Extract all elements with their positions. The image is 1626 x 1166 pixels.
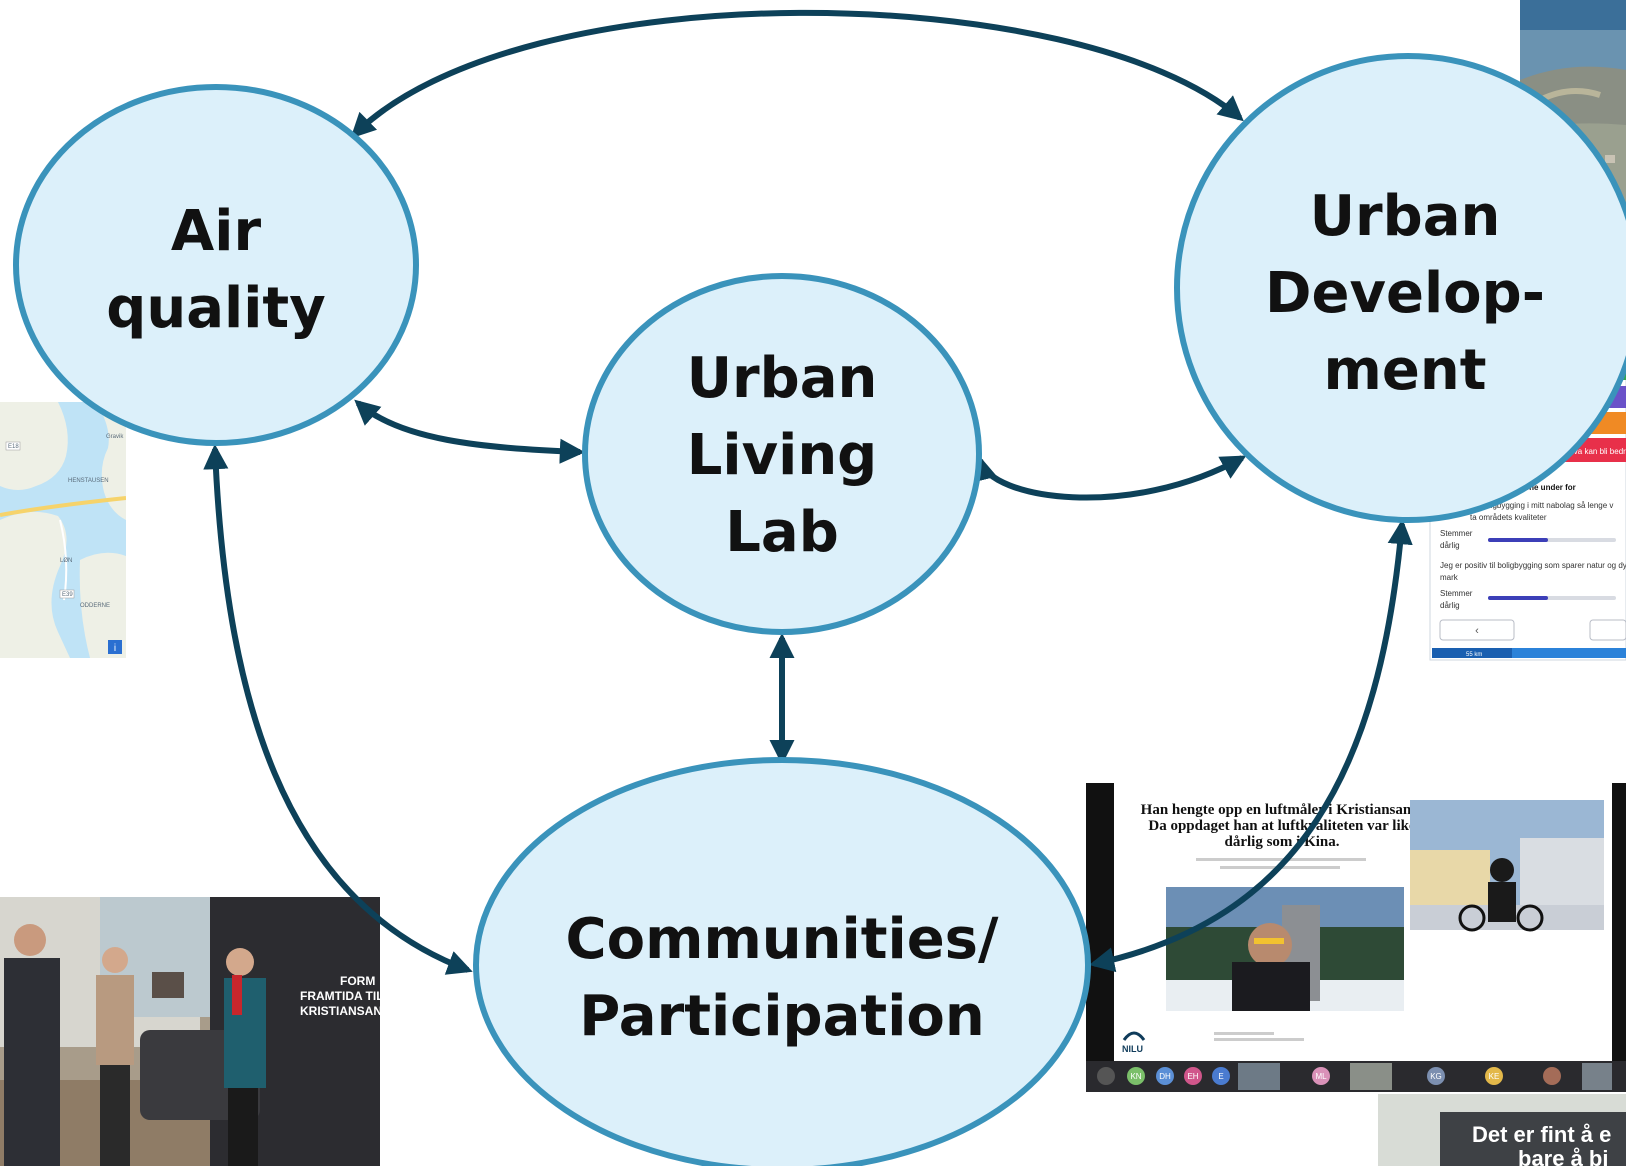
- map-place-label: ODDERNE: [80, 603, 110, 609]
- participant-initials: E: [1218, 1072, 1223, 1081]
- participant-avatar[interactable]: [1127, 1067, 1145, 1085]
- poster-text-2: FRAMTIDA TIL: [300, 989, 384, 1003]
- participant-avatar[interactable]: [1212, 1067, 1230, 1085]
- arrow-urban-living-lab-urban-development: [972, 455, 1247, 501]
- subtitle-line-2: bare å bi: [1518, 1146, 1608, 1166]
- map-place-label: LØN: [60, 558, 72, 564]
- participant-video[interactable]: [1238, 1063, 1280, 1090]
- node-communities-participation: Communities/ Participation: [473, 757, 1091, 1166]
- participant-initials: KE: [1489, 1072, 1500, 1081]
- feedback-negative-label: Hva kan bli bedre? ☹: [1568, 447, 1626, 456]
- map-info-icon[interactable]: i: [114, 643, 116, 654]
- participant-video[interactable]: [1350, 1063, 1392, 1090]
- node-urban-living-lab-label-1: Urban: [687, 346, 878, 411]
- node-air-quality-label-1: Air: [171, 199, 262, 264]
- connectors: [203, 9, 1413, 975]
- survey-back-button[interactable]: [1439, 619, 1515, 641]
- chevron-left-icon: ‹: [1475, 625, 1479, 637]
- participant-avatar[interactable]: [1097, 1067, 1115, 1085]
- node-communities-label-1: Communities/: [566, 907, 999, 972]
- survey-progress-label: 55 km: [1466, 652, 1482, 658]
- news-headline-2: Da oppdaget han at luftkvaliteten var li…: [1148, 818, 1416, 834]
- scale-label-left: Stemmer: [1440, 589, 1473, 598]
- node-urban-development-label-1: Urban: [1310, 184, 1501, 249]
- participant-initials: EH: [1187, 1072, 1198, 1081]
- event-photo: FORM FRAMTIDA TIL KRISTIANSAND: [0, 897, 391, 1166]
- poster-text-3: KRISTIANSAND: [300, 1004, 391, 1018]
- participant-avatar[interactable]: [1543, 1067, 1561, 1085]
- survey-question-1: boligbygging i mitt nabolag så lenge v: [1480, 501, 1613, 510]
- scale-label-left-2: dårlig: [1440, 601, 1460, 610]
- map-place-label: Gravik: [106, 434, 124, 440]
- participant-initials: KN: [1130, 1072, 1141, 1081]
- node-urban-development-label-3: ment: [1324, 338, 1487, 403]
- map-photo: HENSTAUSEN LØN ODDERNE Gravik E18 E39 i: [0, 402, 126, 658]
- news-headline-1: Han hengte opp en luftmåler i Kristiansa…: [1141, 802, 1424, 818]
- survey-progress-bar: [1432, 648, 1512, 658]
- map-road-label: E39: [62, 592, 73, 598]
- survey-slider-1[interactable]: [1488, 538, 1548, 542]
- survey-question-2b: mark: [1440, 573, 1459, 582]
- survey-question-1b: ta områdets kvaliteter: [1470, 513, 1547, 522]
- participant-avatar[interactable]: [1184, 1067, 1202, 1085]
- subtitle-line-1: Det er fint å e: [1472, 1122, 1611, 1147]
- video-meeting-screenshot: Han hengte opp en luftmåler i Kristiansa…: [1086, 783, 1626, 1092]
- news-photo: [1166, 887, 1404, 1011]
- map-road-label: E18: [8, 444, 19, 450]
- participant-video[interactable]: [1582, 1063, 1612, 1090]
- poster-text-1: FORM: [340, 974, 375, 988]
- participant-initials: DH: [1159, 1072, 1171, 1081]
- participant-avatar[interactable]: [1485, 1067, 1503, 1085]
- node-air-quality: Air quality: [13, 84, 419, 446]
- node-communities-label-2: Participation: [579, 984, 984, 1049]
- arrow-air-quality-urban-development: [350, 9, 1244, 139]
- scale-label-left-2: dårlig: [1440, 541, 1460, 550]
- survey-next-button[interactable]: [1589, 619, 1626, 641]
- participant-initials: ML: [1315, 1072, 1327, 1081]
- map-place-label: HENSTAUSEN: [68, 478, 109, 484]
- arrow-urban-development-communities: [1089, 518, 1413, 973]
- arrow-air-quality-communities: [203, 443, 473, 975]
- participant-avatar[interactable]: [1156, 1067, 1174, 1085]
- svg-text:NILU: NILU: [1122, 1044, 1143, 1054]
- news-headline-3: dårlig som i Kina.: [1224, 834, 1339, 850]
- node-urban-living-lab-label-3: Lab: [725, 500, 839, 565]
- node-urban-development-label-2: Develop-: [1265, 261, 1545, 326]
- participant-avatar[interactable]: [1427, 1067, 1445, 1085]
- participant-avatar[interactable]: [1312, 1067, 1330, 1085]
- node-urban-living-lab-label-2: Living: [687, 423, 878, 488]
- nilu-logo: NILU: [1122, 1031, 1146, 1054]
- survey-question-2: Jeg er positiv til boligbygging som spar…: [1440, 561, 1626, 570]
- node-urban-development: Urban Develop- ment: [1174, 53, 1626, 523]
- survey-question-intro: påstandene under for: [1494, 483, 1576, 492]
- scale-label-left: Stemmer: [1440, 529, 1473, 538]
- survey-slider-2[interactable]: [1488, 596, 1548, 600]
- node-urban-living-lab: Urban Living Lab: [582, 273, 982, 635]
- node-air-quality-label-2: quality: [106, 276, 325, 341]
- participant-initials: KG: [1430, 1072, 1442, 1081]
- portrait-photo: [1410, 800, 1604, 932]
- arrow-air-quality-urban-living-lab: [354, 399, 586, 464]
- subtitle-video-frame: Det er fint å e bare å bi: [1378, 1094, 1626, 1166]
